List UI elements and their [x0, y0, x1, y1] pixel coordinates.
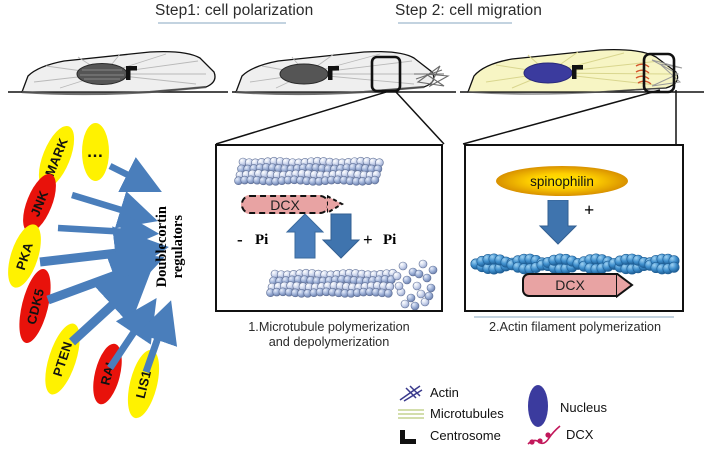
arrow-6	[68, 268, 152, 346]
actin-icon	[399, 385, 423, 402]
callout-line-mt-right	[395, 91, 445, 145]
panel-actin-polymerization: spinophilin + DCX	[464, 144, 684, 312]
dcx-pill-actin: DCX	[522, 273, 618, 297]
step2-underline	[398, 22, 512, 24]
microtubule-icon	[398, 409, 424, 419]
spinophilin-arrow	[538, 200, 578, 245]
step1-title: Step1: cell polarization	[155, 2, 314, 19]
actin-filament-graphic	[470, 253, 680, 275]
legend-label-microtubules: Microtubules	[430, 406, 504, 421]
step2-title: Step 2: cell migration	[395, 2, 542, 19]
legend: Actin Microtubules Centrosome Nucleus DC…	[396, 384, 706, 450]
cell-row-illustration	[8, 49, 704, 96]
caption-rule-actin	[474, 316, 674, 318]
dc-label-line2: regulators	[170, 215, 186, 279]
actin-bundle-2	[414, 65, 450, 88]
legend-label-nucleus: Nucleus	[560, 400, 607, 415]
spinophilin-oval[interactable]: spinophilin	[496, 166, 628, 196]
plus-sign: +	[363, 230, 373, 249]
step1-underline	[158, 22, 286, 24]
caption-mt-line2: and depolymerization	[268, 335, 390, 350]
arrow-1	[108, 157, 162, 192]
caption-mt-line1: 1.Microtubule polymerization	[248, 320, 410, 334]
dc-label-line1: Doublecortin	[153, 206, 170, 288]
cell-polarization-1	[21, 50, 216, 96]
polymerization-arrow-up	[285, 213, 325, 259]
microtubule-graphic	[234, 156, 438, 310]
arrow-3	[57, 212, 160, 252]
dcx-icon	[527, 425, 561, 445]
depolymerization-arrow-down	[321, 213, 361, 259]
pi-left: Pi	[255, 232, 269, 248]
arrow-7	[107, 298, 157, 370]
callout-line-mt-left	[215, 91, 387, 145]
callout-line-actin-left	[462, 89, 661, 145]
arrow-2	[71, 191, 158, 229]
dcx-tail-actin	[616, 273, 634, 298]
minus-sign: -	[237, 230, 243, 249]
pi-right: Pi	[383, 232, 397, 248]
centrosome-1	[126, 66, 137, 80]
zoom-box-actin	[642, 52, 676, 94]
arrow-5	[46, 250, 165, 305]
centrosome-icon	[400, 430, 416, 444]
legend-label-dcx: DCX	[566, 427, 594, 442]
plus-sign-actin: +	[584, 200, 595, 220]
centrosome-3	[572, 65, 583, 79]
zoom-box-microtubule	[370, 55, 402, 93]
regulator-arrow-fan	[39, 157, 178, 374]
cell-migration	[467, 49, 683, 95]
caption-actin: 2.Actin filament polymerization	[488, 320, 662, 334]
centrosome-2	[328, 66, 339, 80]
cell-polarization-2	[235, 50, 450, 96]
caption-microtubule: 1.Microtubule polymerization and depolym…	[218, 320, 440, 351]
legend-label-actin: Actin	[430, 385, 459, 400]
panel-microtubule-polymerization: DCX - Pi + Pi	[215, 144, 443, 312]
legend-label-centrosome: Centrosome	[430, 428, 501, 443]
callout-connectors	[215, 89, 677, 145]
regulator-oval-ellipsis[interactable]: …	[82, 123, 109, 181]
doublecortin-regulators-label: Doublecortin regulators	[148, 182, 192, 312]
dcx-pill-microtubule: DCX	[241, 195, 329, 214]
dcx-tail-microtubule	[327, 195, 345, 215]
nucleus-icon	[528, 385, 548, 427]
arrow-4	[39, 226, 169, 281]
arrow-8	[137, 300, 178, 374]
